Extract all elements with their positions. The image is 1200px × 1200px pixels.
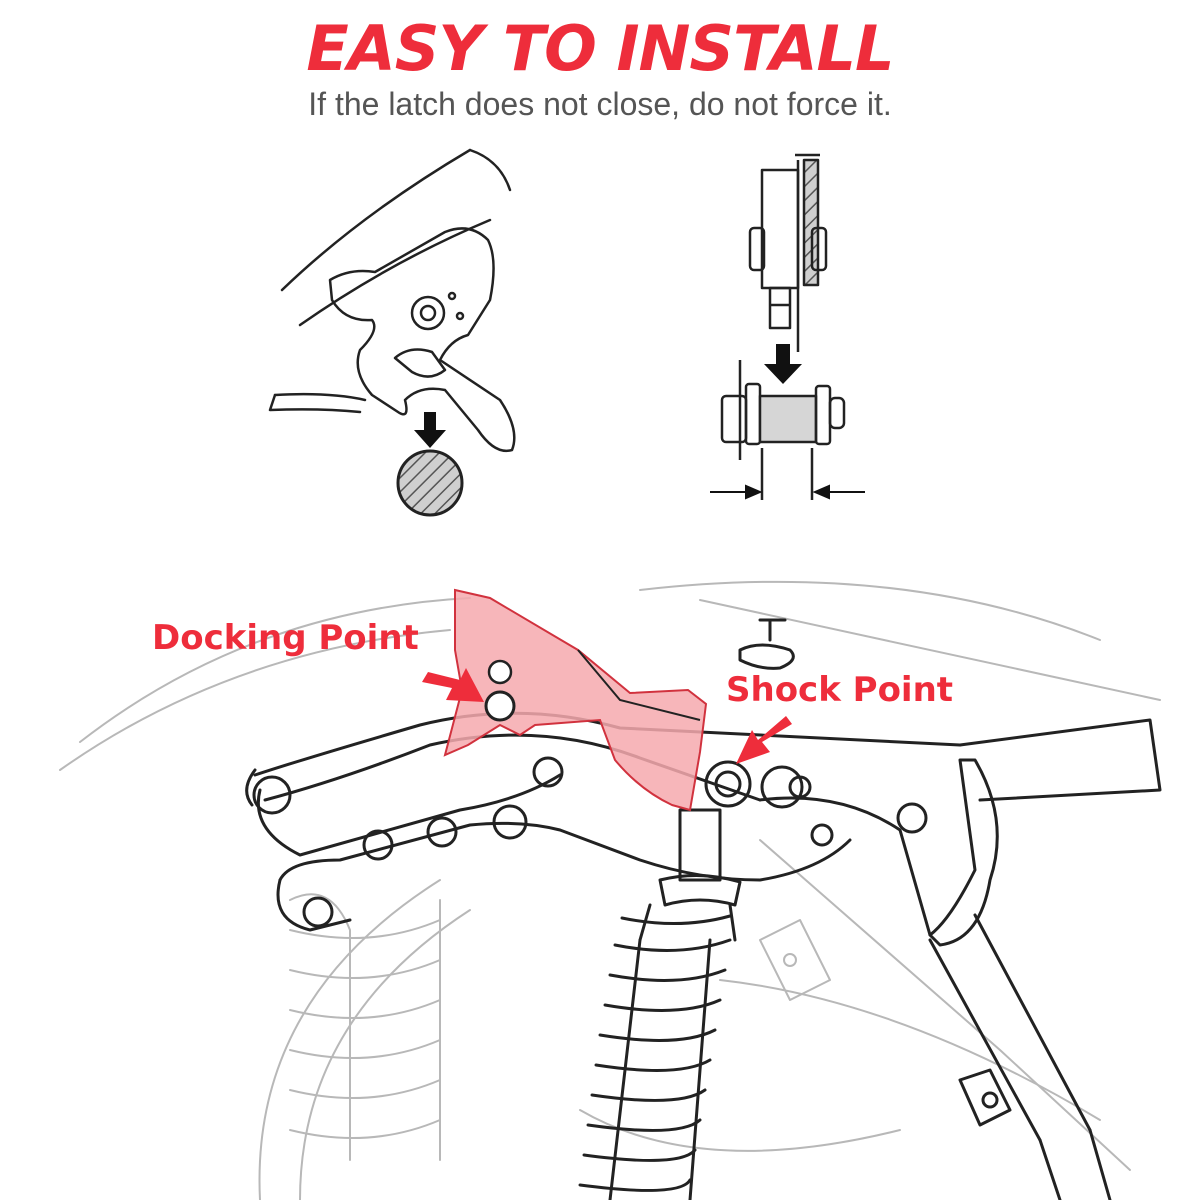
page-title: EASY TO INSTALL [306,12,894,85]
left-arrow-icon [812,484,830,500]
motorcycle-frame-drawing [59,580,1162,1200]
right-arrow-icon [745,484,763,500]
shock-point-label: Shock Point [726,670,954,710]
mounting-bracket-highlight [443,588,708,812]
docking-point-label: Docking Point [152,618,419,658]
pin-cross-section [396,449,464,517]
down-arrow-icon [764,344,802,384]
bracket-hole [487,659,513,685]
callout-arrow-icon [736,716,792,764]
docking-bolt [484,690,516,722]
callout-arrow-icon [422,668,484,702]
gap-dimension [710,484,865,500]
latch-illustration [268,148,516,453]
page-subtitle: If the latch does not close, do not forc… [308,86,892,122]
down-arrow-icon [414,412,446,448]
pin-side-view [720,153,846,500]
bracket-edge [577,649,701,721]
